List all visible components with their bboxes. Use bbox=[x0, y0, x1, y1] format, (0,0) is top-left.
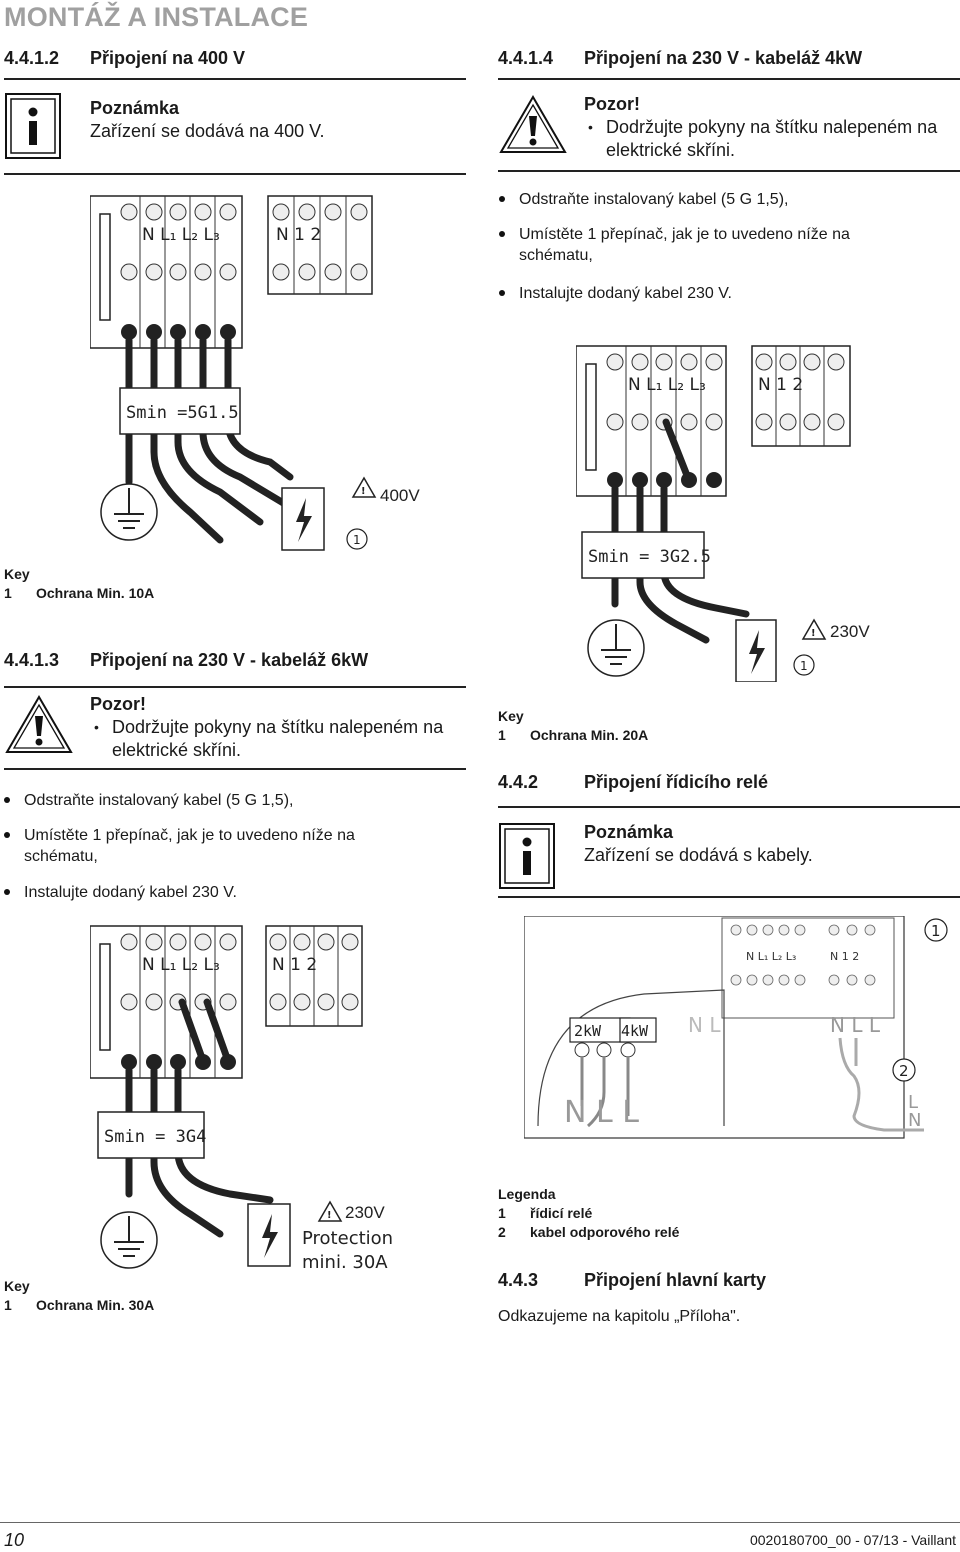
svg-text:mini. 30A: mini. 30A bbox=[302, 1252, 388, 1273]
key-title: Key bbox=[4, 1278, 30, 1294]
svg-text:N L: N L bbox=[688, 1013, 721, 1037]
terminal-labels-right: N 1 2 bbox=[276, 225, 321, 245]
cable-spec: Smin =5G1.5 bbox=[126, 403, 239, 423]
note-title: Poznámka bbox=[90, 98, 180, 118]
svg-text:1: 1 bbox=[800, 659, 808, 673]
document-reference: 0020180700_00 - 07/13 - Vaillant bbox=[749, 1532, 956, 1548]
svg-text:1: 1 bbox=[931, 922, 941, 940]
svg-text:N L₁ L₂ L₃: N L₁ L₂ L₃ bbox=[142, 955, 220, 975]
svg-text:N 1 2: N 1 2 bbox=[830, 950, 859, 963]
section-rule bbox=[4, 78, 466, 80]
section-heading-4-4-1-2: 4.4.1.2 Připojení na 400 V bbox=[4, 48, 245, 69]
list-item: Umístěte 1 přepínač, jak je to uvedeno n… bbox=[4, 825, 404, 867]
svg-text:N: N bbox=[908, 1110, 921, 1131]
svg-text:!: ! bbox=[811, 628, 816, 639]
section-rule bbox=[498, 78, 960, 80]
svg-text:N 1 2: N 1 2 bbox=[758, 375, 803, 395]
svg-text:L: L bbox=[908, 1092, 918, 1113]
list-item: Instalujte dodaný kabel 230 V. bbox=[499, 283, 939, 304]
key-title: Key bbox=[498, 708, 524, 724]
svg-text:!: ! bbox=[361, 486, 366, 497]
warning-body: Dodržujte pokyny na štítku nalepeném na … bbox=[94, 716, 452, 762]
key-title: Key bbox=[4, 566, 30, 582]
svg-text:4kW: 4kW bbox=[621, 1022, 649, 1040]
svg-text:Protection: Protection bbox=[302, 1228, 393, 1249]
section-rule bbox=[498, 806, 960, 808]
section-number: 4.4.1.2 bbox=[4, 48, 60, 68]
note-body: Zařízení se dodává na 400 V. bbox=[90, 121, 325, 141]
svg-text:230V: 230V bbox=[345, 1203, 385, 1222]
svg-text:N L L: N L L bbox=[830, 1013, 881, 1037]
warning-rule bbox=[498, 170, 960, 172]
info-icon bbox=[498, 822, 556, 890]
warning-rule bbox=[4, 768, 466, 770]
page-header-title: MONTÁŽ A INSTALACE bbox=[4, 2, 309, 32]
warning-title: Pozor! bbox=[584, 94, 640, 114]
list-item: Odstraňte instalovaný kabel (5 G 1,5), bbox=[4, 790, 444, 811]
note-rule bbox=[4, 173, 466, 175]
svg-text:Smin = 3G4: Smin = 3G4 bbox=[104, 1127, 206, 1147]
terminal-labels-left: N L₁ L₂ L₃ bbox=[142, 225, 220, 245]
svg-text:N L₁ L₂ L₃: N L₁ L₂ L₃ bbox=[628, 375, 706, 395]
warning-body: Dodržujte pokyny na štítku nalepeném na … bbox=[588, 116, 946, 162]
info-icon bbox=[4, 92, 62, 160]
svg-text:N 1 2: N 1 2 bbox=[272, 955, 317, 975]
wiring-diagram-230v-6kw: N L₁ L₂ L₃ N 1 2 Smin = 3G4 ! 230V Prote… bbox=[90, 925, 393, 1273]
warning-icon bbox=[4, 694, 74, 756]
note-body: Zařízení se dodává s kabely. bbox=[584, 845, 813, 865]
svg-text:N L₁ L₂ L₃: N L₁ L₂ L₃ bbox=[746, 950, 796, 963]
svg-text:400V: 400V bbox=[380, 486, 420, 505]
section-body: Odkazujeme na kapitolu „Příloha". bbox=[498, 1308, 741, 1325]
svg-text:!: ! bbox=[327, 1210, 332, 1221]
wiring-diagram-230v-4kw: N L₁ L₂ L₃ N 1 2 Smin = 3G2.5 1 ! 230V bbox=[576, 345, 870, 682]
section-rule bbox=[4, 686, 466, 688]
warning-icon bbox=[498, 94, 568, 156]
svg-text:N L L: N L L bbox=[564, 1095, 639, 1130]
list-item: Umístěte 1 přepínač, jak je to uvedeno n… bbox=[499, 224, 899, 266]
svg-text:230V: 230V bbox=[830, 622, 870, 641]
list-item: Odstraňte instalovaný kabel (5 G 1,5), bbox=[499, 189, 939, 210]
svg-text:1: 1 bbox=[353, 533, 361, 547]
warning-title: Pozor! bbox=[90, 694, 146, 714]
svg-text:Smin = 3G2.5: Smin = 3G2.5 bbox=[588, 547, 711, 567]
note-rule bbox=[498, 896, 960, 898]
svg-text:2: 2 bbox=[899, 1062, 909, 1080]
note-title: Poznámka bbox=[584, 822, 674, 842]
wiring-diagram-relay: N L₁ L₂ L₃ N 1 2 2kW 4kW N L L N L N L L… bbox=[524, 916, 948, 1139]
svg-text:2kW: 2kW bbox=[574, 1022, 602, 1040]
footer-rule bbox=[0, 1522, 960, 1523]
page-number: 10 bbox=[4, 1530, 25, 1550]
legend-title: Legenda bbox=[498, 1186, 556, 1202]
section-title: Připojení na 400 V bbox=[90, 48, 246, 68]
wiring-diagram-400v: N L₁ L₂ L₃ N 1 2 Smin =5G1.5 1 ! 400V bbox=[90, 195, 420, 551]
list-item: Instalujte dodaný kabel 230 V. bbox=[4, 882, 444, 903]
